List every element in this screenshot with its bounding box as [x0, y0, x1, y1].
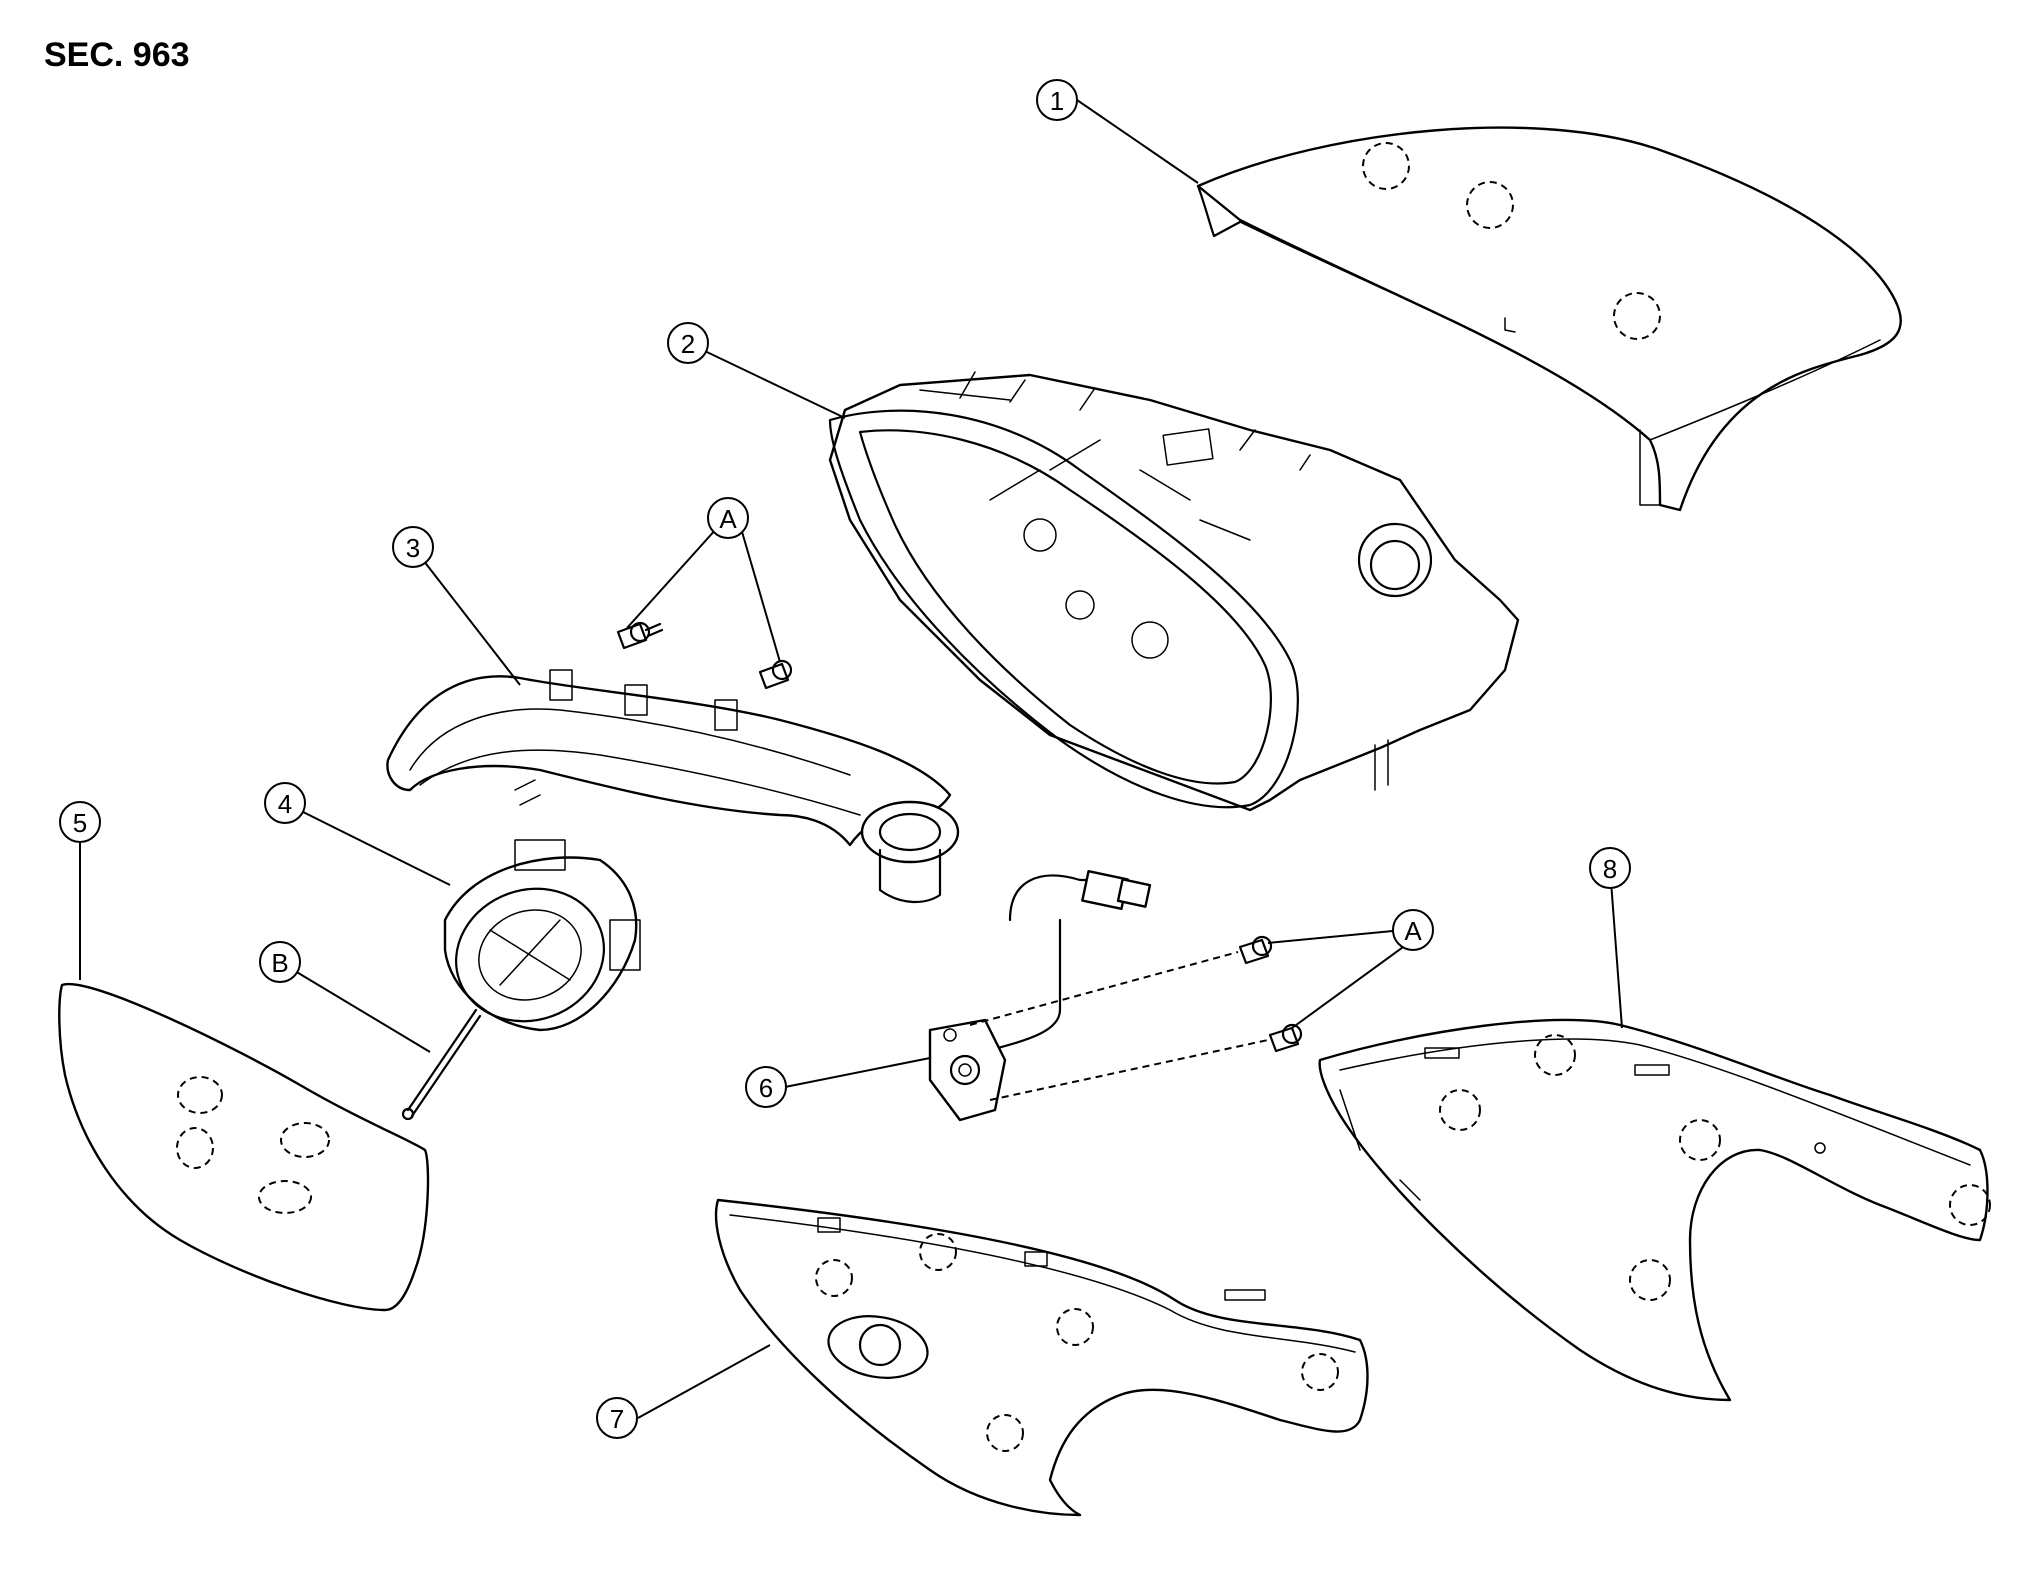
callout-2-label: 2	[681, 329, 695, 359]
lower-clip-2	[919, 1233, 957, 1271]
part-1-housing-cover	[1196, 126, 1902, 512]
callout-1-label: 1	[1050, 86, 1064, 116]
callout-8-label: 8	[1603, 854, 1617, 884]
part-6-harness	[928, 869, 1152, 1122]
callout-a-top-label: A	[719, 504, 737, 534]
lower-clip-5	[1301, 1353, 1339, 1391]
lower-clip-4	[986, 1414, 1024, 1452]
callout-7-label: 7	[610, 1404, 624, 1434]
callout-a-top: A	[707, 497, 749, 539]
screw-path-1	[969, 951, 1239, 1026]
glass-clip-2	[176, 1127, 214, 1169]
clip-location-1	[1362, 142, 1410, 190]
glass-clip-1	[177, 1076, 223, 1114]
screw-a-right-1	[1238, 935, 1273, 965]
callout-a-right-label: A	[1404, 916, 1422, 946]
section-title: SEC. 963	[44, 36, 190, 74]
callout-3: 3	[392, 526, 434, 568]
part-7-lower-cover	[714, 1198, 1369, 1517]
screw-a-right-2	[1268, 1023, 1303, 1053]
outer-clip-3	[1679, 1119, 1721, 1161]
screw-a-top-1	[616, 621, 664, 650]
callout-b: B	[259, 941, 301, 983]
outer-clip-5	[1949, 1184, 1991, 1226]
callout-5: 5	[59, 801, 101, 843]
callout-4-label: 4	[278, 789, 292, 819]
screw-a-top-2	[758, 659, 793, 690]
part-2-mirror-body	[828, 371, 1520, 812]
callout-6-label: 6	[759, 1073, 773, 1103]
part-4-actuator	[443, 839, 641, 1032]
lower-clip-3	[1056, 1308, 1094, 1346]
callout-4: 4	[264, 782, 306, 824]
part-5-mirror-glass	[58, 982, 430, 1312]
callout-8: 8	[1589, 847, 1631, 889]
lower-clip-1	[815, 1259, 853, 1297]
screw-path-2	[989, 1039, 1269, 1101]
callout-6: 6	[745, 1066, 787, 1108]
part-8-lower-cover	[1318, 1018, 1991, 1402]
callout-1: 1	[1036, 79, 1078, 121]
glass-clip-4	[258, 1180, 312, 1214]
callout-7: 7	[596, 1397, 638, 1439]
leader-lines	[79, 99, 1623, 1419]
outer-clip-1	[1534, 1034, 1576, 1076]
part-3-turn-signal-lamp	[386, 669, 960, 904]
callout-2: 2	[667, 322, 709, 364]
clip-location-3	[1613, 292, 1661, 340]
glass-clip-3	[280, 1122, 330, 1158]
callout-3-label: 3	[406, 533, 420, 563]
clip-location-2	[1466, 181, 1514, 229]
callout-5-label: 5	[73, 808, 87, 838]
outer-clip-2	[1439, 1089, 1481, 1131]
callout-b-label: B	[271, 948, 288, 978]
pin-b	[401, 1008, 482, 1121]
outer-clip-4	[1629, 1259, 1671, 1301]
callout-a-right: A	[1392, 909, 1434, 951]
